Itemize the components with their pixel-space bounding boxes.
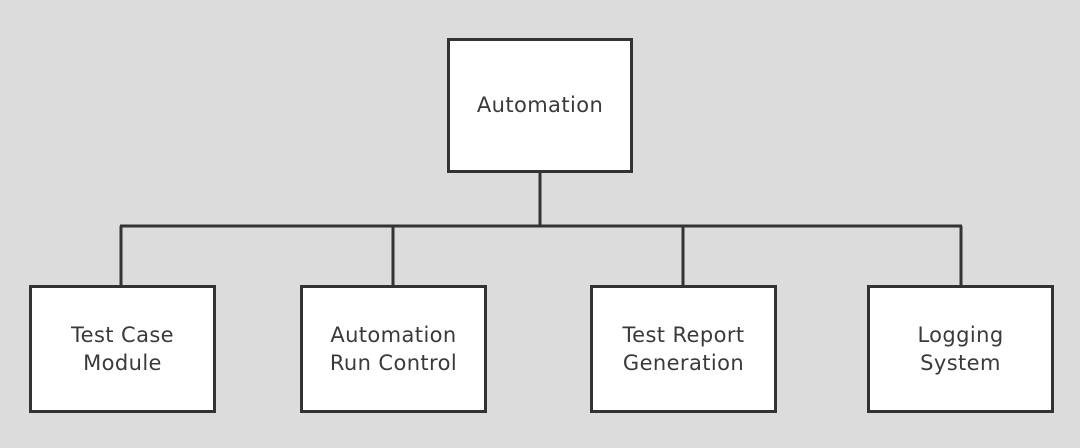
node-label-test-report-generation: Test Report Generation	[622, 322, 745, 375]
node-test-case-module[interactable]: Test Case Module	[29, 285, 216, 413]
node-test-report-generation[interactable]: Test Report Generation	[590, 285, 777, 413]
node-logging-system[interactable]: Logging System	[867, 285, 1054, 413]
node-label-automation: Automation	[476, 93, 604, 118]
node-label-automation-run-control: Automation Run Control	[329, 322, 458, 375]
node-automation-run-control[interactable]: Automation Run Control	[300, 285, 487, 413]
node-label-logging-system: Logging System	[917, 322, 1004, 375]
node-label-test-case-module: Test Case Module	[70, 322, 175, 375]
node-automation[interactable]: Automation	[447, 38, 633, 173]
